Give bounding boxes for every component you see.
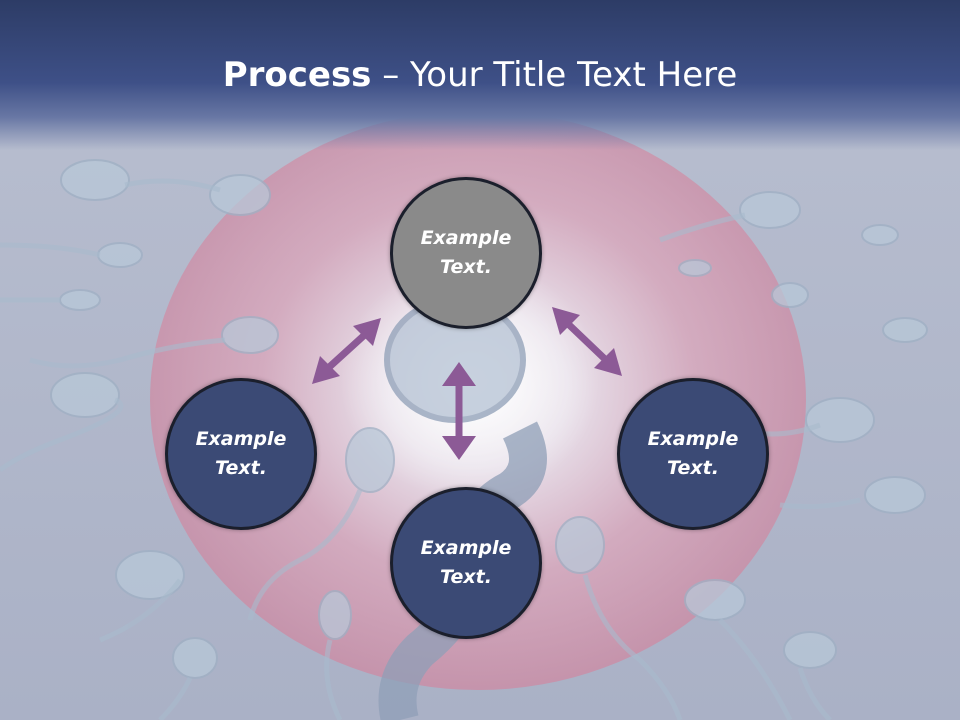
title-bar bbox=[0, 0, 960, 150]
title-rest: – Your Title Text Here bbox=[371, 55, 738, 95]
slide-title: Process – Your Title Text Here bbox=[0, 52, 960, 98]
title-bold: Process bbox=[222, 55, 372, 95]
node-bottom: Example Text. bbox=[390, 487, 542, 639]
node-right-line2: Text. bbox=[667, 457, 719, 479]
node-top-line1: Example bbox=[420, 227, 512, 249]
node-right-line1: Example bbox=[647, 428, 739, 450]
arrow-center-vertical bbox=[442, 362, 476, 460]
node-left: Example Text. bbox=[165, 378, 317, 530]
node-left-line2: Text. bbox=[215, 457, 267, 479]
arrow-top-left bbox=[312, 318, 381, 384]
node-bottom-line1: Example bbox=[420, 537, 512, 559]
node-right: Example Text. bbox=[617, 378, 769, 530]
arrow-top-right bbox=[552, 307, 622, 376]
node-bottom-line2: Text. bbox=[440, 566, 492, 588]
node-left-line1: Example bbox=[195, 428, 287, 450]
node-top: Example Text. bbox=[390, 177, 542, 329]
node-top-line2: Text. bbox=[440, 256, 492, 278]
